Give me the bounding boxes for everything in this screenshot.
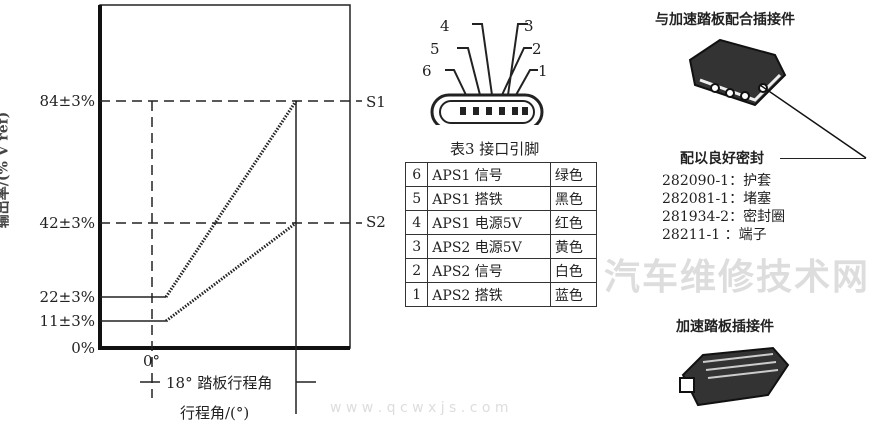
part-number-item: 281934-2：密封圈 — [662, 209, 786, 225]
seal-label: 配以良好密封 — [680, 151, 764, 167]
pin-function: APS2 电源5V — [427, 234, 551, 259]
pin-number: 2 — [404, 258, 429, 283]
part-number-item: 28211-1 ：端子 — [662, 227, 767, 243]
pin-label-2: 2 — [532, 40, 542, 58]
wire-color: 白色 — [549, 258, 598, 283]
pin-function: APS2 信号 — [427, 258, 551, 283]
pin-label-1: 1 — [538, 62, 548, 80]
pin-function: APS1 搭铁 — [427, 186, 551, 211]
y-axis-label: 输出率/(% V ref) — [0, 111, 12, 229]
pin-label-4: 4 — [440, 17, 450, 35]
series-S1-ramp — [164, 100, 298, 298]
y-tick-label: 11±3% — [39, 312, 95, 330]
connector-pinout-drawing — [430, 23, 544, 125]
y-tick-label: 42±3% — [39, 214, 95, 232]
pin-label-6: 6 — [422, 62, 432, 80]
pin-number: 6 — [404, 162, 429, 187]
x-start-label: 0° — [143, 352, 161, 370]
wire-color: 绿色 — [549, 162, 598, 187]
pin-number: 5 — [404, 186, 429, 211]
pin-function: APS1 电源5V — [427, 210, 551, 235]
mating-connector-title: 与加速踏板配合插接件 — [655, 12, 795, 28]
travel-output-chart — [98, 4, 362, 414]
table-caption: 表3 接口引脚 — [450, 140, 540, 158]
x-axis-label: 行程角/(°) — [180, 404, 250, 422]
seal-underline — [780, 158, 866, 159]
wire-color: 黑色 — [549, 186, 598, 211]
series-S2-ramp — [165, 221, 297, 323]
mating-connector-image — [688, 38, 867, 159]
wire-color: 黄色 — [549, 234, 598, 259]
y-tick-label: 84±3% — [39, 92, 95, 110]
wire-color: 红色 — [549, 210, 598, 235]
pin-number: 4 — [404, 210, 429, 235]
series-label-s2: S2 — [366, 213, 386, 231]
pin-number: 1 — [404, 282, 429, 307]
pedal-connector-image — [679, 346, 790, 407]
pin-function: APS2 搭铁 — [427, 282, 551, 307]
part-number-item: 282090-1：护套 — [662, 173, 772, 189]
pin-label-5: 5 — [430, 40, 440, 58]
pin-function: APS1 信号 — [427, 162, 551, 187]
watermark-url: w w w . q c w x j s . c o m — [330, 400, 509, 416]
wire-color: 蓝色 — [549, 282, 598, 307]
series-label-s1: S1 — [366, 93, 386, 111]
y-tick-label: 22±3% — [39, 288, 95, 306]
watermark: 汽车维修技术网 — [604, 257, 869, 298]
y-tick-label: 0% — [71, 339, 95, 357]
pin-number: 3 — [404, 234, 429, 259]
part-number-item: 282081-1：堵塞 — [662, 191, 772, 207]
pin-label-3: 3 — [524, 17, 534, 35]
pedal-travel-span-label: 18° 踏板行程角 — [166, 374, 273, 392]
pedal-connector-title: 加速踏板插接件 — [676, 319, 774, 335]
